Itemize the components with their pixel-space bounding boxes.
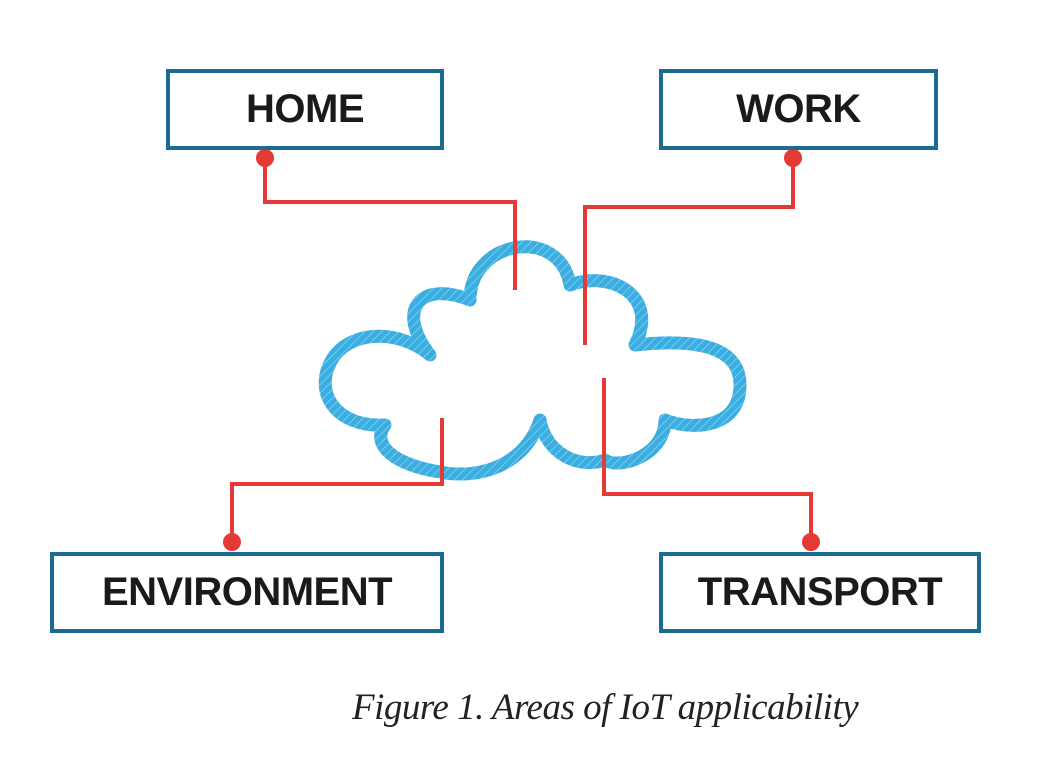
connector-environment-dot — [223, 533, 241, 551]
connector-transport — [602, 378, 813, 542]
box-home: HOME — [166, 69, 444, 150]
connector-transport-dot — [802, 533, 820, 551]
connector-work — [583, 158, 795, 345]
box-transport-label: TRANSPORT — [697, 570, 943, 614]
box-work: WORK — [659, 69, 938, 150]
box-home-label: HOME — [246, 87, 365, 131]
box-environment-label: ENVIRONMENT — [101, 570, 393, 614]
box-work-label: WORK — [736, 87, 861, 131]
connector-work-dot — [784, 149, 802, 167]
connector-home-dot — [256, 149, 274, 167]
cloud-icon — [318, 240, 747, 481]
figure-caption: Figure 1. Areas of IoT applicability — [352, 687, 859, 728]
box-transport: TRANSPORT — [659, 552, 981, 633]
connector-environment — [230, 418, 444, 542]
box-environment: ENVIRONMENT — [50, 552, 444, 633]
connector-home — [263, 158, 517, 290]
